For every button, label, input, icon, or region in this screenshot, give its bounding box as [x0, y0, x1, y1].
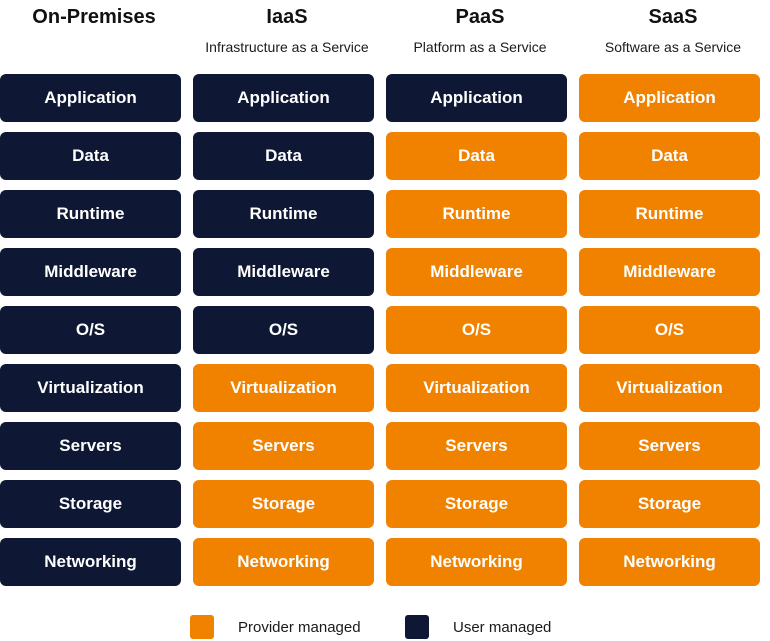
layer-cell-servers: Servers — [193, 422, 374, 470]
legend-provider-label: Provider managed — [238, 619, 361, 636]
layer-cell-virtualization: Virtualization — [193, 364, 374, 412]
layer-cell-data: Data — [579, 132, 760, 180]
layer-cell-storage: Storage — [386, 480, 567, 528]
layer-cell-networking: Networking — [0, 538, 181, 586]
column-subtitle: Platform as a Service — [413, 39, 547, 55]
column-title: IaaS — [266, 6, 308, 28]
layer-cell-data: Data — [193, 132, 374, 180]
layer-cell-application: Application — [0, 74, 181, 122]
layer-cell-virtualization: Virtualization — [386, 364, 567, 412]
layer-cell-runtime: Runtime — [579, 190, 760, 238]
layer-cell-networking: Networking — [579, 538, 760, 586]
layer-cell-runtime: Runtime — [386, 190, 567, 238]
layer-cell-servers: Servers — [0, 422, 181, 470]
legend-user-managed: User managed — [405, 615, 585, 641]
user-managed-swatch — [405, 615, 429, 639]
layer-cell-runtime: Runtime — [0, 190, 181, 238]
layer-cell-servers: Servers — [579, 422, 760, 470]
layer-cell-data: Data — [0, 132, 181, 180]
column-subtitle: Infrastructure as a Service — [205, 39, 369, 55]
layer-cell-o-s: O/S — [193, 306, 374, 354]
layer-cell-virtualization: Virtualization — [0, 364, 181, 412]
column-title: On-Premises — [32, 6, 156, 28]
layer-cell-runtime: Runtime — [193, 190, 374, 238]
layer-cell-o-s: O/S — [386, 306, 567, 354]
column-header: IaaS Infrastructure as a Service — [193, 0, 381, 74]
column-title: SaaS — [648, 6, 698, 28]
column-header: On-Premises — [0, 0, 188, 74]
column-title: PaaS — [455, 6, 505, 28]
column-subtitle: Software as a Service — [604, 39, 742, 55]
layer-cell-middleware: Middleware — [193, 248, 374, 296]
column-header: SaaS Software as a Service — [579, 0, 767, 74]
layer-cell-networking: Networking — [386, 538, 567, 586]
layer-cell-virtualization: Virtualization — [579, 364, 760, 412]
column-header: PaaS Platform as a Service — [386, 0, 574, 74]
layer-cell-application: Application — [386, 74, 567, 122]
layer-cell-middleware: Middleware — [579, 248, 760, 296]
layer-cell-middleware: Middleware — [0, 248, 181, 296]
layer-cell-application: Application — [579, 74, 760, 122]
legend-provider-managed: Provider managed — [190, 615, 390, 641]
layer-cell-data: Data — [386, 132, 567, 180]
layer-cell-application: Application — [193, 74, 374, 122]
layer-cell-o-s: O/S — [579, 306, 760, 354]
legend-user-label: User managed — [453, 619, 552, 636]
layer-cell-storage: Storage — [579, 480, 760, 528]
layer-cell-o-s: O/S — [0, 306, 181, 354]
layer-cell-servers: Servers — [386, 422, 567, 470]
layer-cell-networking: Networking — [193, 538, 374, 586]
provider-managed-swatch — [190, 615, 214, 639]
layer-cell-storage: Storage — [193, 480, 374, 528]
layer-cell-storage: Storage — [0, 480, 181, 528]
layer-cell-middleware: Middleware — [386, 248, 567, 296]
